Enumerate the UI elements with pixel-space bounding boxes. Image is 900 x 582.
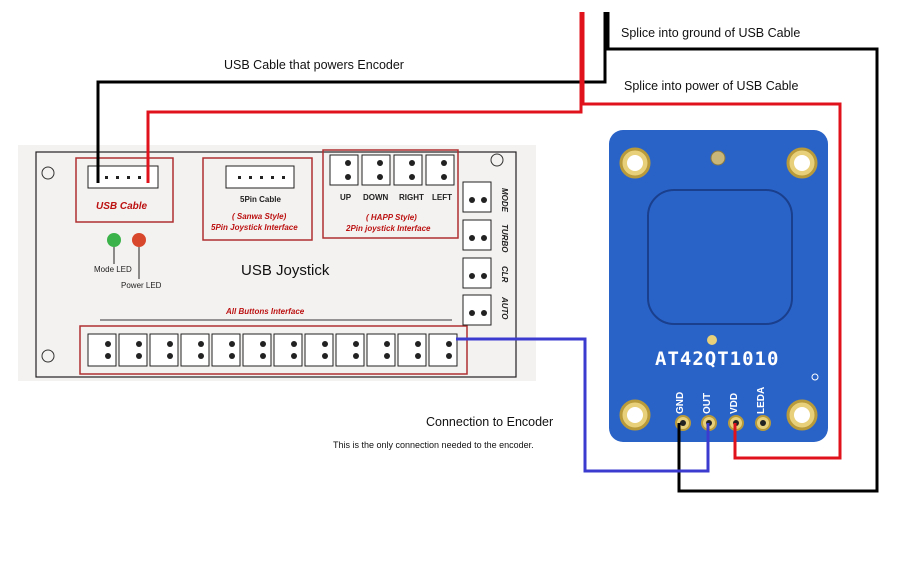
power-wire-b bbox=[581, 12, 842, 460]
happ-style-caption: ( HAPP Style) bbox=[366, 213, 417, 222]
pin-leda-label: LEDA bbox=[756, 386, 767, 414]
board-title: USB Joystick bbox=[241, 262, 330, 279]
side-turbo-label: TURBO bbox=[500, 224, 509, 253]
button-connector bbox=[335, 333, 365, 367]
all-buttons-caption: All Buttons Interface bbox=[226, 307, 305, 316]
touch-pad bbox=[647, 189, 793, 325]
5pin-interface-caption: 5Pin Joystick Interface bbox=[211, 223, 298, 232]
splice-power-label: Splice into power of USB Cable bbox=[624, 79, 799, 93]
side-clr-label: CLR bbox=[500, 266, 509, 283]
button-connector bbox=[149, 333, 179, 367]
usb-cable-section bbox=[75, 157, 174, 223]
button-connector bbox=[87, 333, 117, 367]
chip-label: AT42QT1010 bbox=[655, 348, 780, 370]
sanwa-style-caption: ( Sanwa Style) bbox=[232, 212, 287, 221]
mount-hole bbox=[41, 166, 55, 180]
5pin-cable-caption: 5Pin Cable bbox=[240, 195, 281, 204]
buttons-section bbox=[79, 325, 468, 375]
usb-connector bbox=[87, 165, 159, 189]
mode-led-label: Mode LED bbox=[94, 265, 132, 274]
dir-right-label: RIGHT bbox=[399, 193, 424, 202]
board-outline bbox=[35, 151, 517, 378]
connection-encoder-label: Connection to Encoder bbox=[426, 415, 554, 429]
button-connector bbox=[242, 333, 272, 367]
pin-gnd-label: GND bbox=[675, 391, 686, 414]
button-connector bbox=[180, 333, 210, 367]
button-connector bbox=[118, 333, 148, 367]
mount-hole bbox=[490, 153, 504, 167]
button-connector bbox=[273, 333, 303, 367]
button-connector bbox=[211, 333, 241, 367]
button-connector bbox=[304, 333, 334, 367]
usb-cable-powers-label: USB Cable that powers Encoder bbox=[224, 58, 404, 72]
splice-ground-label: Splice into ground of USB Cable bbox=[621, 26, 801, 40]
mode-led bbox=[107, 233, 121, 247]
button-connector bbox=[366, 333, 396, 367]
only-connection-note: This is the only connection needed to th… bbox=[333, 440, 534, 450]
sanwa-section bbox=[202, 157, 313, 241]
mount-hole bbox=[41, 349, 55, 363]
button-connector bbox=[397, 333, 427, 367]
dir-up-label: UP bbox=[340, 193, 352, 202]
dir-down-label: DOWN bbox=[363, 193, 389, 202]
happ-section bbox=[322, 149, 459, 239]
signal-wire bbox=[456, 337, 710, 473]
side-auto-label: AUTO bbox=[500, 297, 509, 320]
button-connector bbox=[428, 333, 458, 367]
pin-out-label: OUT bbox=[702, 392, 713, 414]
power-wire-a bbox=[146, 12, 583, 183]
power-led-label: Power LED bbox=[121, 281, 162, 290]
power-led bbox=[132, 233, 146, 247]
screw-icon bbox=[710, 150, 726, 166]
usb-cable-caption: USB Cable bbox=[96, 201, 148, 212]
pin-vdd-label: VDD bbox=[729, 392, 740, 414]
side-mode-label: MODE bbox=[500, 188, 509, 212]
dir-left-label: LEFT bbox=[432, 193, 452, 202]
via bbox=[707, 335, 717, 345]
ground-wire-b bbox=[606, 12, 879, 493]
2pin-interface-caption: 2Pin joystick Interface bbox=[346, 224, 431, 233]
ground-wire-a bbox=[96, 12, 607, 183]
